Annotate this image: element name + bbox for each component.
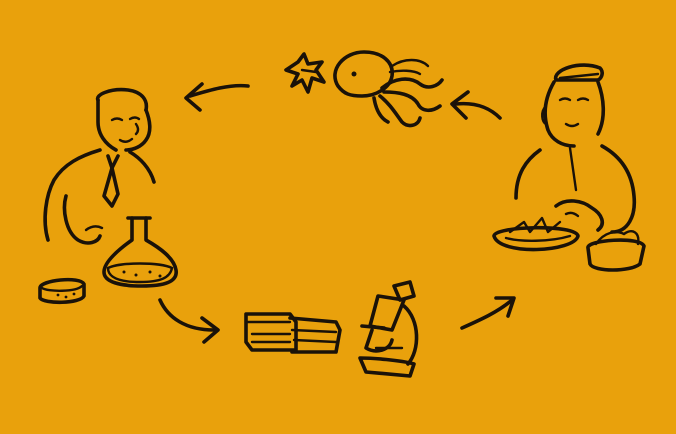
research-cycle-diagram: [0, 0, 676, 434]
